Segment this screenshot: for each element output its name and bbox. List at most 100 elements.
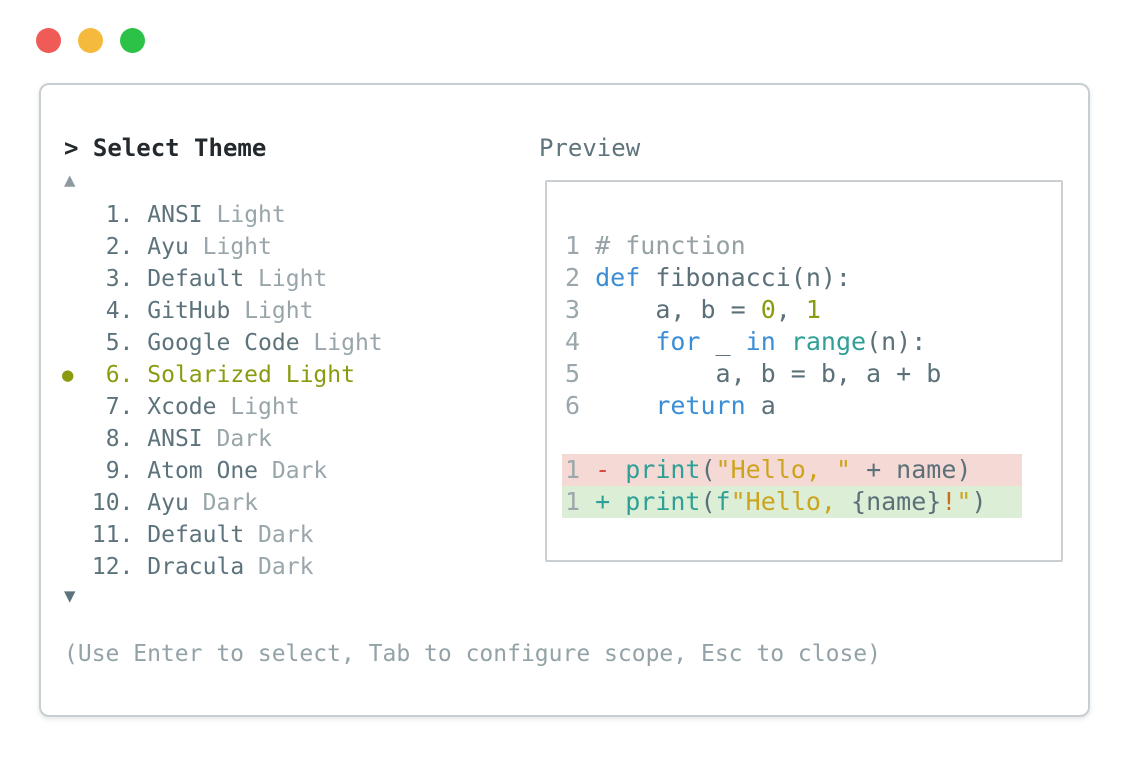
- theme-item-variant: Light: [202, 234, 272, 260]
- theme-list-item-default-dark[interactable]: 11. Default Dark: [78, 519, 383, 551]
- code-token: (: [700, 487, 716, 516]
- code-token: ": [956, 487, 972, 516]
- preview-heading: Preview: [539, 134, 641, 162]
- code-token: fibonacci(n):: [640, 263, 851, 292]
- code-token: def: [595, 263, 641, 292]
- code-token: + name): [851, 455, 972, 484]
- theme-item-variant: Light: [313, 330, 383, 356]
- theme-item-number: 2.: [78, 234, 148, 260]
- theme-item-number: 8.: [78, 426, 148, 452]
- code-line: [562, 422, 1022, 454]
- theme-list-item-ansi-dark[interactable]: 8. ANSI Dark: [78, 423, 383, 455]
- theme-item-number: 1.: [78, 202, 148, 228]
- code-token: "Hello,: [730, 487, 852, 516]
- line-number: 1: [565, 231, 596, 260]
- theme-item-variant: Dark: [202, 490, 259, 516]
- code-line: 3 a, b = 0, 1: [562, 294, 1022, 326]
- line-number: 3: [565, 295, 596, 324]
- code-token: !: [941, 487, 957, 516]
- code-token: [776, 327, 791, 356]
- code-token: +: [595, 487, 626, 516]
- theme-list-item-ayu-light[interactable]: 2. Ayu Light: [78, 231, 383, 263]
- diff-code-line: 1 + print(f"Hello, {name}!"): [562, 486, 1022, 518]
- code-token: in: [745, 327, 776, 356]
- code-token: -: [595, 455, 626, 484]
- code-token: 1: [805, 295, 821, 324]
- theme-item-name: Ayu: [147, 234, 203, 260]
- line-number: 5: [565, 359, 596, 388]
- theme-picker-panel: > Select Theme ▲ 1. ANSI Light 2. Ayu Li…: [39, 83, 1090, 717]
- theme-item-variant: Light: [258, 266, 328, 292]
- theme-item-number: 11.: [78, 522, 148, 548]
- scroll-up-indicator-icon: ▲: [64, 169, 76, 191]
- window-controls: [36, 28, 145, 53]
- code-token: a: [745, 391, 776, 420]
- prompt-title: > Select Theme: [64, 134, 267, 162]
- code-token: # function: [595, 231, 746, 260]
- code-token: (n):: [866, 327, 927, 356]
- theme-item-name: Google Code: [147, 330, 314, 356]
- code-token: ): [971, 487, 987, 516]
- theme-item-number: 4.: [78, 298, 148, 324]
- theme-item-name: Ayu: [147, 490, 203, 516]
- code-line: 5 a, b = b, a + b: [562, 358, 1022, 390]
- code-token: print: [625, 487, 701, 516]
- line-number: 4: [565, 327, 596, 356]
- code-token: range: [790, 327, 867, 356]
- code-line: 6 return a: [562, 390, 1022, 422]
- theme-item-name: Default: [147, 522, 259, 548]
- theme-item-variant: Light: [244, 298, 314, 324]
- theme-list-item-google-code-light[interactable]: 5. Google Code Light: [78, 327, 383, 359]
- theme-list-item-dracula-dark[interactable]: 12. Dracula Dark: [78, 551, 383, 583]
- code-token: 0: [760, 295, 776, 324]
- diff-code-line: 1 - print("Hello, " + name): [562, 454, 1022, 486]
- code-token: a, b = b, a + b: [595, 359, 942, 388]
- line-number: 2: [565, 263, 596, 292]
- theme-list-item-xcode-light[interactable]: 7. Xcode Light: [78, 391, 383, 423]
- theme-item-name: ANSI: [147, 426, 217, 452]
- code-token: print: [625, 455, 701, 484]
- theme-item-name: Xcode: [147, 394, 231, 420]
- theme-item-name: GitHub: [147, 298, 245, 324]
- code-token: return: [655, 391, 746, 420]
- code-token: "Hello, ": [715, 455, 852, 484]
- theme-item-variant: Dark: [216, 426, 272, 452]
- theme-item-variant: Dark: [271, 458, 328, 484]
- selected-bullet-icon: ●: [62, 364, 74, 386]
- theme-item-variant: Light: [285, 362, 355, 388]
- code-token: f: [715, 487, 731, 516]
- theme-list-item-github-light[interactable]: 4. GitHub Light: [78, 295, 383, 327]
- theme-list: 1. ANSI Light 2. Ayu Light 3. Default Li…: [62, 199, 383, 583]
- zoom-window-icon[interactable]: [120, 28, 145, 53]
- code-token: _: [700, 327, 746, 356]
- theme-list-item-solarized-light[interactable]: ● 6. Solarized Light: [62, 359, 383, 391]
- code-token: (: [700, 455, 716, 484]
- code-token: [595, 391, 655, 420]
- theme-list-item-ansi-light[interactable]: 1. ANSI Light: [78, 199, 383, 231]
- theme-item-variant: Dark: [258, 522, 314, 548]
- code-line: 4 for _ in range(n):: [562, 326, 1022, 358]
- theme-item-name: Dracula: [147, 554, 259, 580]
- theme-list-item-atom-one-dark[interactable]: 9. Atom One Dark: [78, 455, 383, 487]
- code-line: 1 # function: [562, 230, 1022, 262]
- theme-item-name: Default: [147, 266, 259, 292]
- theme-item-variant: Dark: [258, 554, 314, 580]
- theme-list-item-default-light[interactable]: 3. Default Light: [78, 263, 383, 295]
- theme-item-number: 10.: [78, 490, 148, 516]
- minimize-window-icon[interactable]: [78, 28, 103, 53]
- theme-item-number: 3.: [78, 266, 148, 292]
- code-token: [595, 327, 655, 356]
- theme-item-name: ANSI: [147, 202, 217, 228]
- theme-item-name: Solarized: [147, 362, 286, 388]
- theme-list-item-ayu-dark[interactable]: 10. Ayu Dark: [78, 487, 383, 519]
- theme-item-number: 9.: [78, 458, 148, 484]
- theme-item-number: 6.: [78, 362, 148, 388]
- close-window-icon[interactable]: [36, 28, 61, 53]
- keyboard-hint: (Use Enter to select, Tab to configure s…: [64, 641, 881, 667]
- theme-item-variant: Light: [216, 202, 286, 228]
- code-token: for: [655, 327, 701, 356]
- theme-item-name: Atom One: [147, 458, 272, 484]
- line-number: 1: [565, 455, 596, 484]
- code-line: 2 def fibonacci(n):: [562, 262, 1022, 294]
